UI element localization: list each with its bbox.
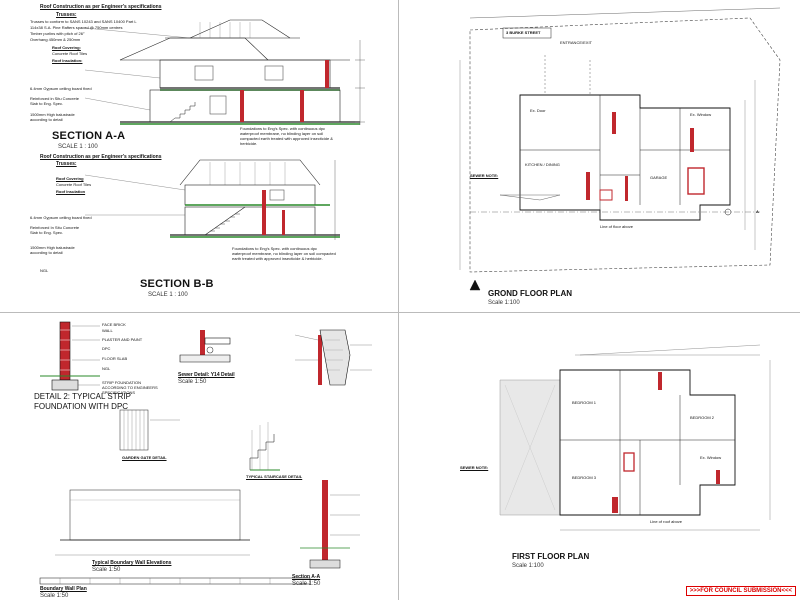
north-arrow-icon bbox=[469, 279, 481, 291]
detail2-label-2: WALL bbox=[102, 328, 113, 333]
section-bb-scale: SCALE 1 : 100 bbox=[148, 292, 188, 298]
section-aa-drawing bbox=[84, 19, 365, 125]
section-bb-height-note: 1500mm High balustrade according to deta… bbox=[30, 245, 75, 255]
section-bb-roof bbox=[179, 159, 321, 186]
section-aa-roof bbox=[119, 37, 269, 61]
ground-floor-ex-window: Ex. Window bbox=[690, 112, 712, 117]
detail-section-aa-drawing bbox=[300, 480, 360, 569]
ground-floor-entrance: ENTRANCE/EXIT bbox=[560, 40, 593, 45]
garden-gate-title: GARDEN GATE DETAIL bbox=[122, 455, 167, 460]
detail2-drawing bbox=[40, 321, 100, 391]
first-floor-title: FIRST FLOOR PLAN bbox=[512, 552, 590, 561]
detail2-title: DETAIL 2: TYPICAL STRIP bbox=[34, 392, 131, 401]
section-bb-roof-covering: Roof Covering bbox=[56, 176, 84, 181]
ground-floor-plan-drawing bbox=[459, 7, 781, 291]
section-bb-roof-heading: Roof Construction as per Engineer's spec… bbox=[40, 154, 162, 160]
boundary-wall-drawing bbox=[39, 489, 311, 585]
section-aa-title: SECTION A-A bbox=[52, 130, 126, 142]
detail-section-aa-title: Section A-A bbox=[292, 574, 321, 580]
ground-floor-sewer-heading: SEWER NOTE: bbox=[470, 173, 499, 178]
first-floor-line-roof: Line of roof above bbox=[650, 519, 683, 524]
section-bb-reinforced-note: Reinforced In Situ Concrete Slab to Eng.… bbox=[30, 225, 80, 235]
boundary-scale: Scale 1:50 bbox=[92, 567, 121, 573]
section-aa-note-2: 114x38 S.A. Pine Rafters spaced @ 750mm … bbox=[30, 25, 123, 30]
ground-floor-title: GROND FLOOR PLAN bbox=[488, 289, 572, 298]
section-aa-foundation-note: Foundations to Eng's Spec. with continuo… bbox=[240, 126, 333, 146]
garden-gate-drawing bbox=[119, 409, 180, 451]
ground-floor-ex-door: Ex. Door bbox=[530, 108, 546, 113]
sewer-detail-title: Sewer Detail: Y14 Detail bbox=[178, 372, 235, 378]
first-floor-ex-window: Ex. Window bbox=[700, 455, 722, 460]
boundary-wall-elevation bbox=[69, 489, 241, 541]
wall-section-detail-drawing bbox=[294, 329, 372, 386]
section-bb-foundation-note: Foundations to Eng's Spec. with continuo… bbox=[232, 246, 336, 261]
vertical-divider bbox=[398, 0, 399, 600]
building-footprint bbox=[519, 94, 731, 221]
detail2-label-1: FACE BRICK bbox=[102, 322, 126, 327]
ground-floor-kitchen: KITCHEN / DINING bbox=[525, 162, 560, 167]
section-aa-note-1: Trusses to conform to SANS 10243 and SAN… bbox=[30, 19, 137, 24]
boundary-plan-title: Boundary Wall Plan bbox=[40, 586, 87, 592]
first-floor-bed1: BEDROOM 1 bbox=[572, 400, 597, 405]
ground-floor-garage: GARAGE bbox=[650, 175, 668, 180]
first-floor-scale: Scale 1:100 bbox=[512, 563, 544, 569]
first-floor-plan-drawing bbox=[499, 344, 771, 531]
horizontal-divider bbox=[0, 312, 800, 313]
section-aa-ceiling-note: 6.4mm Gypsum ceiling board fixed bbox=[30, 86, 92, 91]
boundary-wall-plan bbox=[39, 577, 311, 585]
section-bb-ceiling-note: 6.4mm Gypsum ceiling board fixed bbox=[30, 215, 92, 220]
section-aa-roof-heading: Roof Construction as per Engineer's spec… bbox=[40, 4, 162, 10]
section-bb-roof-insulation: Roof Insulation bbox=[56, 189, 86, 194]
section-aa-trusses-heading: Trusses: bbox=[56, 12, 77, 18]
sewer-detail-drawing bbox=[179, 330, 231, 363]
detail-section-aa-scale: Scale 1:50 bbox=[292, 581, 321, 587]
detail2-label-4: DPC bbox=[102, 346, 111, 351]
detail2-label-5: FLOOR SLAB bbox=[102, 356, 128, 361]
section-aa-note-3: Timber purlins with pitch of 26° bbox=[30, 31, 85, 36]
ground-floor-section-a: A bbox=[756, 209, 759, 214]
section-aa-scale: SCALE 1 : 100 bbox=[58, 144, 98, 150]
detail2-label-6: NGL bbox=[102, 366, 111, 371]
staircase-drawing bbox=[249, 422, 280, 471]
street-label-box bbox=[502, 27, 552, 39]
section-aa-height-note: 1500mm High balustrade according to deta… bbox=[30, 112, 75, 122]
first-floor-footprint bbox=[559, 369, 736, 516]
staircase-title: TYPICAL STAIRCASE DETAIL bbox=[246, 474, 303, 479]
first-floor-bed3: BEDROOM 3 bbox=[572, 475, 597, 480]
section-bb-roof-covering-val: Concrete Roof Tiles bbox=[56, 182, 92, 187]
section-bb-title: SECTION B-B bbox=[140, 278, 214, 290]
ground-floor-street: 3 BURKE STREET bbox=[506, 30, 541, 35]
ground-floor-scale: Scale 1:100 bbox=[488, 300, 520, 306]
detail2-label-7: STRIP FOUNDATION ACCORDING TO ENGINEERS … bbox=[102, 380, 158, 395]
detail2-label-3: PLASTER AND PAINT bbox=[102, 337, 143, 342]
section-bb-ngl: NGL bbox=[40, 268, 49, 273]
boundary-plan-scale: Scale 1:50 bbox=[40, 593, 69, 599]
section-bb-drawing bbox=[84, 159, 340, 240]
ground-floor-line-of-floor: Line of floor above bbox=[600, 224, 633, 229]
sewer-detail-scale: Scale 1:50 bbox=[178, 379, 207, 385]
section-aa-note-4: Overhang 450mm & 250mm bbox=[30, 37, 81, 42]
first-floor-sewer-heading: SEWER NOTE: bbox=[460, 465, 489, 470]
section-aa-roof-insulation: Roof Insulation: bbox=[52, 58, 83, 63]
first-floor-bed2: BEDROOM 2 bbox=[690, 415, 715, 420]
council-submission-stamp: >>>FOR COUNCIL SUBMISSION<<< bbox=[685, 586, 796, 596]
section-bb-trusses-heading: Trusses: bbox=[56, 161, 77, 167]
section-aa-roof-covering-val: Concrete Roof Tiles bbox=[52, 51, 88, 56]
section-aa-reinforced-note: Reinforced in Situ Concrete Slab to Eng.… bbox=[30, 96, 79, 106]
detail2-title-2: FOUNDATION WITH DPC bbox=[34, 402, 129, 411]
boundary-title: Typical Boundary Wall Elevations bbox=[92, 560, 172, 566]
section-aa-roof-covering: Roof Covering: bbox=[52, 45, 81, 50]
